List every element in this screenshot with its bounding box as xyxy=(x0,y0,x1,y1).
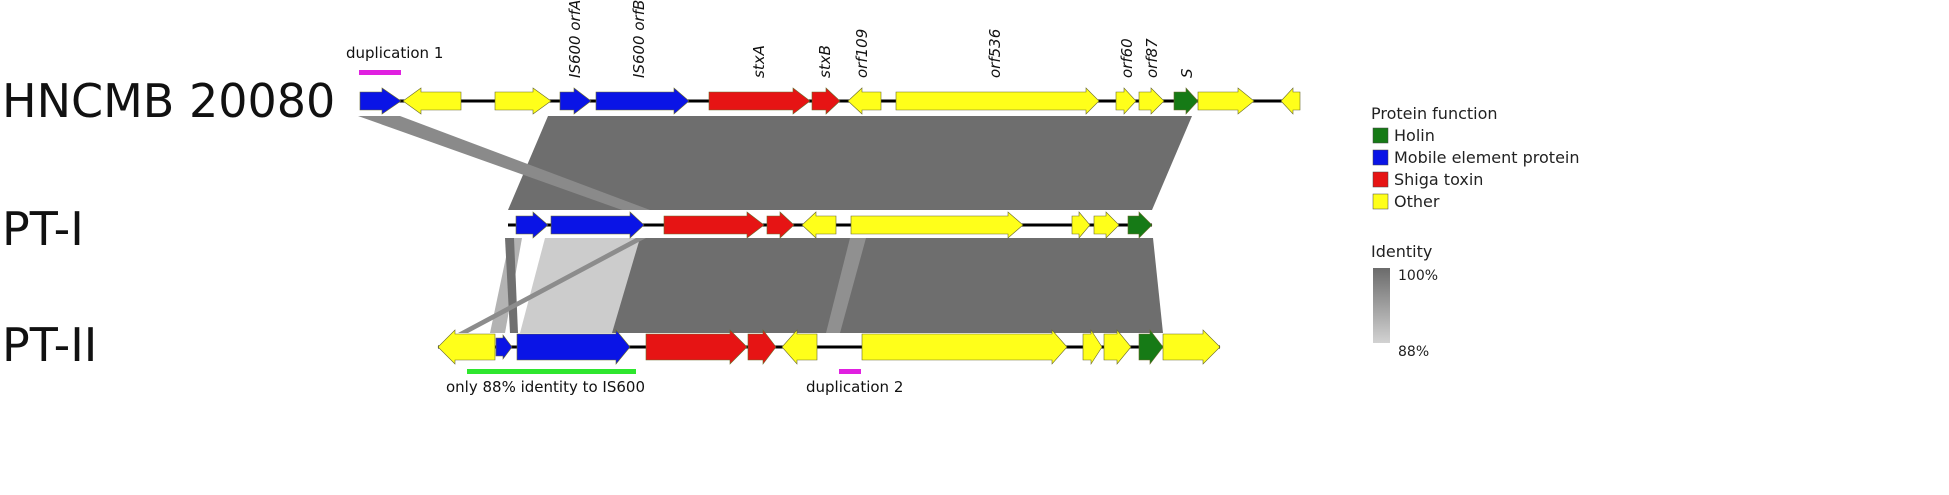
gene-arrow xyxy=(1082,328,1103,366)
genome-label-pt-ii: PT-II xyxy=(2,318,97,372)
legend-swatch-holin xyxy=(1372,127,1389,144)
duplication-1-bar xyxy=(359,70,401,75)
gene-arrow xyxy=(801,211,837,239)
gene-label-is600-orfb: IS600 orfB xyxy=(630,0,648,78)
identity-link xyxy=(505,238,518,333)
gene-arrow xyxy=(515,211,549,239)
gene-arrow xyxy=(1138,329,1164,365)
gene-arrow xyxy=(1138,87,1165,115)
identity-scale-min: 88% xyxy=(1398,344,1429,360)
gene-arrow xyxy=(359,87,402,115)
gene-arrow xyxy=(1162,329,1221,365)
gene-arrow xyxy=(1127,211,1153,239)
gene-label-stxa: stxA xyxy=(750,45,768,78)
gene-arrow xyxy=(1280,87,1301,115)
gene-arrow xyxy=(402,87,462,115)
gene-arrow xyxy=(708,87,811,115)
genome-label-pt-i: PT-I xyxy=(2,202,84,256)
duplication-1-label: duplication 1 xyxy=(346,44,443,62)
gene-arrow xyxy=(1071,211,1091,239)
duplication-2-label: duplication 2 xyxy=(806,378,903,396)
gene-arrow xyxy=(850,211,1024,239)
gene-arrow xyxy=(781,329,818,365)
gene-label-orf109: orf109 xyxy=(853,29,871,78)
gene-arrow xyxy=(437,329,496,365)
legend-label-holin: Holin xyxy=(1394,126,1435,145)
gene-label-orf87: orf87 xyxy=(1143,38,1161,78)
legend-label-shiga-toxin: Shiga toxin xyxy=(1394,170,1483,189)
identity-link xyxy=(612,238,1163,333)
gene-arrow xyxy=(559,87,592,115)
gene-arrow xyxy=(1093,211,1120,239)
genes-pt-ii xyxy=(437,328,1221,366)
genes-hncmb-20080 xyxy=(359,87,1301,115)
genome-label-hncmb-20080: HNCMB 20080 xyxy=(2,74,335,128)
identity-links xyxy=(358,116,1192,333)
identity-link xyxy=(826,238,866,333)
gene-arrow xyxy=(550,211,645,239)
low-identity-bar xyxy=(467,369,636,374)
legend-swatch-mobile-element xyxy=(1372,149,1389,166)
gene-label-orf536: orf536 xyxy=(986,29,1004,78)
gene-arrow xyxy=(747,329,777,365)
gene-arrow xyxy=(494,87,552,115)
gene-label-stxb: stxB xyxy=(816,45,834,78)
gene-arrow xyxy=(495,334,513,360)
gene-arrow xyxy=(811,87,841,115)
identity-link xyxy=(508,116,1192,210)
duplication-2-bar xyxy=(839,369,861,374)
identity-gradient-bar xyxy=(1373,268,1390,343)
legend-swatch-other xyxy=(1372,193,1389,210)
gene-arrow xyxy=(1103,329,1132,365)
gene-arrow xyxy=(1197,87,1255,115)
legend-title: Protein function xyxy=(1371,104,1498,123)
identity-link xyxy=(520,238,645,333)
genes-pt-i xyxy=(515,211,1153,239)
gene-arrow xyxy=(595,87,690,115)
identity-scale-max: 100% xyxy=(1398,268,1438,284)
gene-arrow xyxy=(861,329,1068,365)
gene-arrow xyxy=(516,329,631,365)
identity-link xyxy=(458,238,646,333)
legend-swatch-shiga-toxin xyxy=(1372,171,1389,188)
low-identity-label: only 88% identity to IS600 xyxy=(446,378,645,396)
identity-scale: Identity 100% 88% xyxy=(1371,242,1438,360)
gene-arrow xyxy=(1173,87,1199,115)
gene-arrow xyxy=(847,87,882,115)
legend-label-other: Other xyxy=(1394,192,1440,211)
gene-arrow xyxy=(645,329,748,365)
gene-labels: IS600 orfA IS600 orfB stxA stxB orf109 o… xyxy=(566,0,1196,78)
identity-link xyxy=(358,116,650,210)
gene-arrow xyxy=(766,211,795,239)
legend-label-mobile-element: Mobile element protein xyxy=(1394,148,1580,167)
gene-label-is600-orfa: IS600 orfA xyxy=(566,0,584,78)
gene-arrow xyxy=(1115,87,1137,115)
identity-scale-title: Identity xyxy=(1371,242,1432,261)
gene-label-s: S xyxy=(1178,68,1196,78)
gene-label-orf60: orf60 xyxy=(1118,38,1136,78)
gene-arrow xyxy=(663,211,765,239)
protein-function-legend: Protein function Holin Mobile element pr… xyxy=(1371,104,1580,211)
gene-arrow xyxy=(895,87,1100,115)
